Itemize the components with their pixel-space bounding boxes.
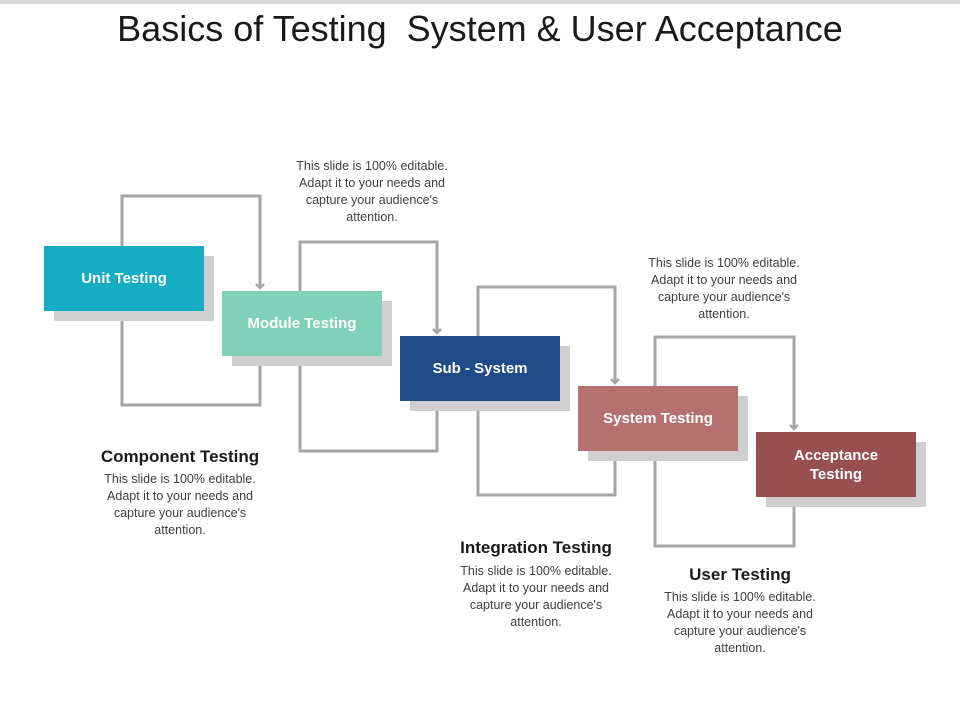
integration-testing-note: This slide is 100% editable. Adapt it to… [460,564,612,629]
user-testing-heading: User Testing [689,565,791,584]
connector-group [117,194,799,548]
connector-module-to-subsystem [298,240,442,335]
integration-testing-heading: Integration Testing [460,538,612,557]
unit-testing-label: Unit Testing [81,270,167,287]
slide-title: Basics of Testing System & User Acceptan… [117,8,843,49]
connector-acceptance-to-system [650,452,796,548]
connector-system-to-acceptance [653,335,799,431]
note-top-left: This slide is 100% editable. Adapt it to… [296,159,448,224]
component-testing-note: This slide is 100% editable. Adapt it to… [104,472,256,537]
module-testing-box: Module Testing [222,291,382,356]
top-border [0,0,960,4]
note-top-right: This slide is 100% editable. Adapt it to… [648,256,800,321]
acceptance-testing-label: Acceptance Testing [793,446,879,483]
connector-system-to-subsystem [473,402,617,497]
system-testing-label: System Testing [603,410,713,427]
unit-testing-box: Unit Testing [44,246,204,311]
connector-subsystem-to-system [476,285,620,385]
connector-unit-to-module [120,194,265,290]
module-testing-label: Module Testing [247,315,357,332]
connector-module-to-unit [117,312,262,407]
sub-system-label: Sub - System [432,360,528,377]
sub-system-box: Sub - System [400,336,560,401]
user-testing-note: This slide is 100% editable. Adapt it to… [664,590,816,655]
component-testing-heading: Component Testing [100,447,260,466]
system-testing-box: System Testing [578,386,738,451]
connector-subsystem-to-module [295,357,439,453]
acceptance-testing-box: Acceptance Testing [756,432,916,497]
